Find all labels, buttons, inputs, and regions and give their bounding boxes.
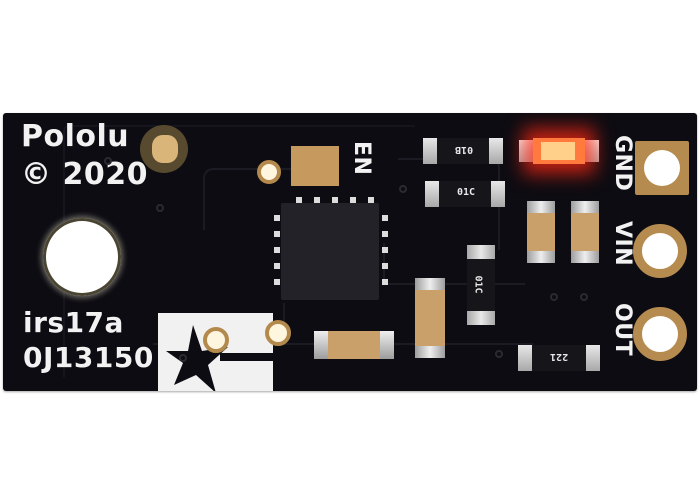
capacitor-c2	[571, 201, 599, 263]
brand-label: Pololu	[21, 119, 130, 154]
fiducial-center	[152, 135, 178, 163]
via	[104, 157, 112, 165]
mounting-hole	[43, 218, 121, 296]
serial-label: 0J13150	[23, 341, 154, 374]
model-code-label: irs17a	[23, 306, 124, 339]
resistor-marking: 01B	[455, 144, 474, 155]
ic-lead	[382, 247, 388, 253]
resistor-r2: 01C	[425, 181, 505, 207]
ic-lead	[274, 215, 280, 221]
ic-lead	[382, 231, 388, 237]
resistor-r1: 01B	[423, 138, 503, 164]
pin-label-out: OUT	[610, 303, 635, 357]
via	[156, 204, 164, 212]
ic-lead	[274, 263, 280, 269]
pin-label-vin: VIN	[610, 221, 635, 267]
capacitor-c1	[527, 201, 555, 263]
ic-lead	[350, 197, 356, 203]
ic-lead	[382, 215, 388, 221]
resistor-r4: 221	[518, 345, 600, 371]
copyright-label: © 2020	[21, 157, 148, 192]
via	[550, 293, 558, 301]
pin-label-gnd: GND	[610, 135, 635, 192]
via	[257, 160, 281, 184]
capacitor-c3	[415, 278, 445, 358]
via	[203, 327, 229, 353]
resistor-marking: 221	[550, 351, 569, 362]
pcb-board: Pololu © 2020 irs17a 0J13150 EN	[3, 113, 697, 391]
ic-lead	[382, 263, 388, 269]
resistor-r3: 01C	[467, 245, 495, 325]
resistor-marking: 01C	[457, 187, 476, 198]
ic-lead	[368, 197, 374, 203]
ic-lead	[274, 279, 280, 285]
pin-out[interactable]	[633, 307, 687, 361]
via	[399, 185, 407, 193]
ic-lead	[332, 197, 338, 203]
via	[265, 320, 291, 346]
ic-lead	[382, 279, 388, 285]
pin-gnd[interactable]	[635, 141, 689, 195]
ic-lead	[314, 197, 320, 203]
via	[580, 293, 588, 301]
pin-vin[interactable]	[633, 224, 687, 278]
star-icon	[166, 325, 273, 391]
enable-pad	[291, 146, 339, 186]
via	[179, 354, 187, 362]
status-led	[519, 138, 599, 164]
resistor-marking: 01C	[472, 275, 484, 294]
trace	[203, 168, 305, 230]
ic-lead	[296, 197, 302, 203]
ic-lead	[274, 247, 280, 253]
via	[495, 350, 503, 358]
ic-lead	[274, 231, 280, 237]
capacitor-c4	[314, 331, 394, 359]
sensor-ic	[281, 203, 379, 300]
enable-label: EN	[349, 141, 374, 176]
